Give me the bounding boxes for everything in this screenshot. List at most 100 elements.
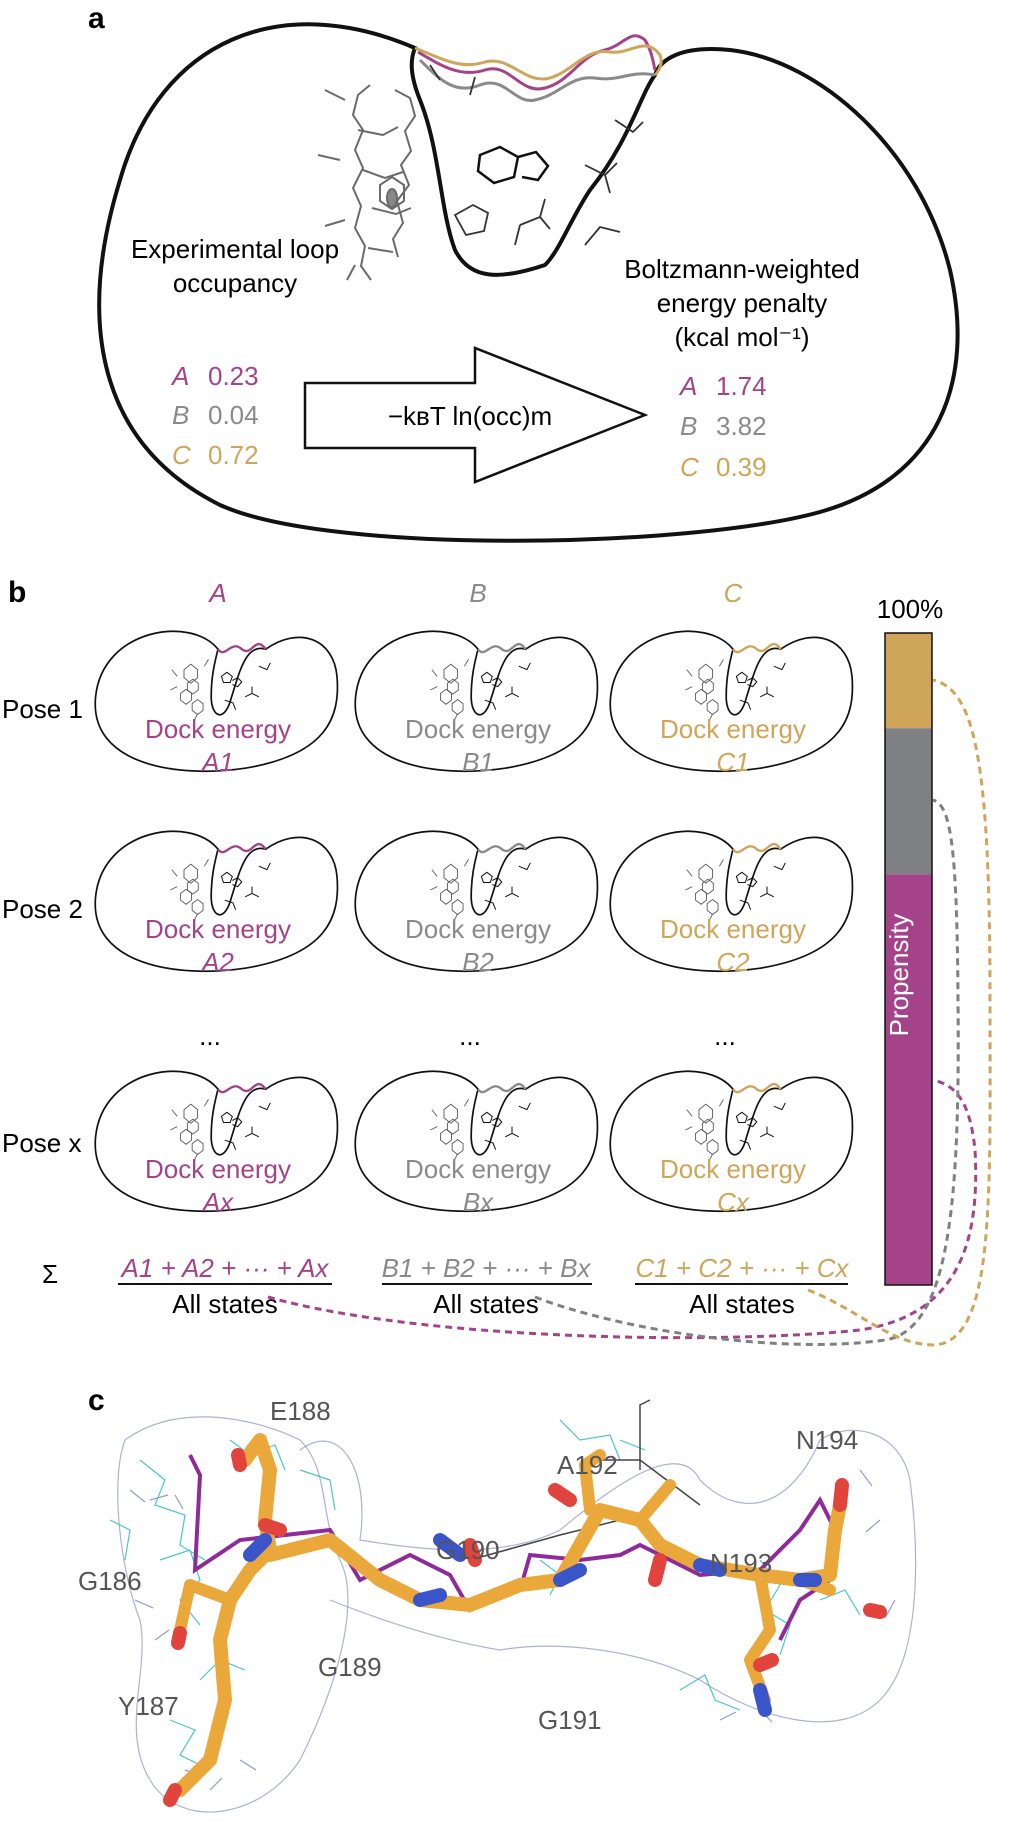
- column-header-a: A: [207, 578, 226, 608]
- loop-trace: [217, 842, 267, 854]
- dock-energy-label: Dock energy: [405, 1154, 551, 1184]
- sum-c: C1 + C2 + ··· + Cx: [635, 1253, 849, 1283]
- pose-cell: [94, 830, 339, 973]
- dock-energy-id: B2: [462, 947, 494, 977]
- sum-b: B1 + B2 + ··· + Bx: [382, 1253, 592, 1283]
- denominator-c: All states: [689, 1289, 795, 1319]
- propensity-bar: [884, 632, 933, 1286]
- bar-segment-b: [885, 728, 932, 875]
- connector-b: [534, 798, 960, 1346]
- pose-cell: [354, 1070, 599, 1213]
- sigma-symbol: Σ: [42, 1259, 58, 1289]
- dock-energy-id: Cx: [717, 1187, 750, 1217]
- column-header-c: C: [724, 578, 743, 608]
- occupancy-title: Experimental loop: [131, 234, 339, 264]
- occupancy-state-c: C: [172, 440, 191, 470]
- residue-n194: N194: [796, 1425, 858, 1455]
- dock-energy-label: Dock energy: [145, 914, 291, 944]
- dock-energy-id: Bx: [463, 1187, 494, 1217]
- dock-energy-id: C2: [716, 947, 750, 977]
- panel-a: a: [88, 2, 960, 543]
- dock-energy-id: A2: [200, 947, 234, 977]
- dock-energy-id: Ax: [201, 1187, 234, 1217]
- dock-energy-label: Dock energy: [660, 714, 806, 744]
- row-label-pose-2: Pose 2: [2, 894, 83, 924]
- loop-trace: [217, 642, 267, 654]
- bar-border: [884, 632, 933, 1286]
- hbond-lines: [469, 1399, 701, 1561]
- loop-trace-b: [418, 58, 656, 102]
- formula-label: −kʙT ln(occ)m: [388, 401, 552, 431]
- penalty-title: Boltzmann-weighted: [624, 254, 860, 284]
- loop-trace-a: [417, 34, 657, 91]
- row-label-pose-1: Pose 1: [2, 694, 83, 724]
- bar-segment-c: [885, 633, 932, 729]
- loop-trace: [732, 842, 782, 854]
- dock-energy-label: Dock energy: [405, 914, 551, 944]
- dock-energy-label: Dock energy: [660, 914, 806, 944]
- panel-c-label: c: [88, 1384, 105, 1417]
- ellipsis-b: ...: [459, 1021, 481, 1051]
- purple-backbone: [188, 1454, 838, 1641]
- residue-a192: A192: [557, 1450, 618, 1480]
- loop-trace: [477, 1082, 527, 1094]
- loop-trace: [477, 642, 527, 654]
- sum-a: A1 + A2 + ··· + Ax: [120, 1253, 330, 1283]
- occupancy-title-line2: occupancy: [173, 268, 297, 298]
- residue-n193: N193: [710, 1548, 772, 1578]
- bar-segment-a: [885, 874, 932, 1285]
- panel-c: c E188 G186 Y18: [78, 1384, 917, 1813]
- dock-energy-label: Dock energy: [405, 714, 551, 744]
- side-chains: [429, 64, 644, 246]
- dock-energy-id: C1: [716, 747, 749, 777]
- connector-c: [807, 678, 992, 1347]
- penalty-value-b: 3.82: [716, 411, 767, 441]
- dock-energy-label: Dock energy: [660, 1154, 806, 1184]
- loop-trace: [477, 842, 527, 854]
- panel-b: b A B C Pose 1 Pose 2 Pose x Dock energy…: [2, 576, 992, 1347]
- row-label-pose-x: Pose x: [2, 1128, 82, 1158]
- occupancy-state-b: B: [172, 400, 189, 430]
- occupancy-value-a: 0.23: [208, 361, 259, 391]
- ellipsis-a: ...: [199, 1021, 221, 1051]
- loop-trace-c: [414, 44, 663, 81]
- occupancy-value-c: 0.72: [208, 440, 259, 470]
- residue-g186: G186: [78, 1566, 142, 1596]
- residue-y187: Y187: [118, 1691, 179, 1721]
- ligand: [476, 145, 550, 185]
- pose-cell: [354, 830, 599, 973]
- residue-labels: E188 G186 Y187 G189 G190 A192 G191 N193 …: [78, 1396, 858, 1735]
- bar-top-label: 100%: [877, 594, 944, 624]
- pose-cell: [354, 630, 599, 773]
- occupancy-state-a: A: [170, 361, 189, 391]
- penalty-state-a: A: [678, 371, 697, 401]
- penalty-value-a: 1.74: [716, 371, 767, 401]
- loop-trace: [732, 1082, 782, 1094]
- denominator-a: All states: [172, 1289, 278, 1319]
- penalty-values: A 1.74 B 3.82 C 0.39: [678, 371, 767, 482]
- pose-cell: [609, 830, 854, 973]
- panel-a-label: a: [88, 2, 105, 35]
- loop-trace: [732, 642, 782, 654]
- conversion-arrow: [303, 346, 649, 484]
- pose-cell: [609, 630, 854, 773]
- penalty-value-c: 0.39: [716, 452, 767, 482]
- ellipsis-c: ...: [714, 1021, 736, 1051]
- denominator-b: All states: [433, 1289, 539, 1319]
- panel-b-label: b: [8, 576, 26, 609]
- pose-cell: [94, 630, 339, 773]
- penalty-title-line2: energy penalty: [657, 288, 828, 318]
- residue-g189: G189: [318, 1652, 382, 1682]
- pose-cell: [609, 1070, 854, 1213]
- propensity-label: Propensity: [884, 914, 914, 1037]
- stick-model: [163, 1433, 887, 1807]
- dock-energy-label: Dock energy: [145, 1154, 291, 1184]
- loop-trace: [217, 1082, 267, 1094]
- pose-cell: [94, 1070, 339, 1213]
- dock-energy-id: B1: [462, 747, 494, 777]
- dashed-connectors: [267, 678, 992, 1347]
- dock-energy-label: Dock energy: [145, 714, 291, 744]
- penalty-title-line3: (kcal mol⁻¹): [674, 322, 809, 352]
